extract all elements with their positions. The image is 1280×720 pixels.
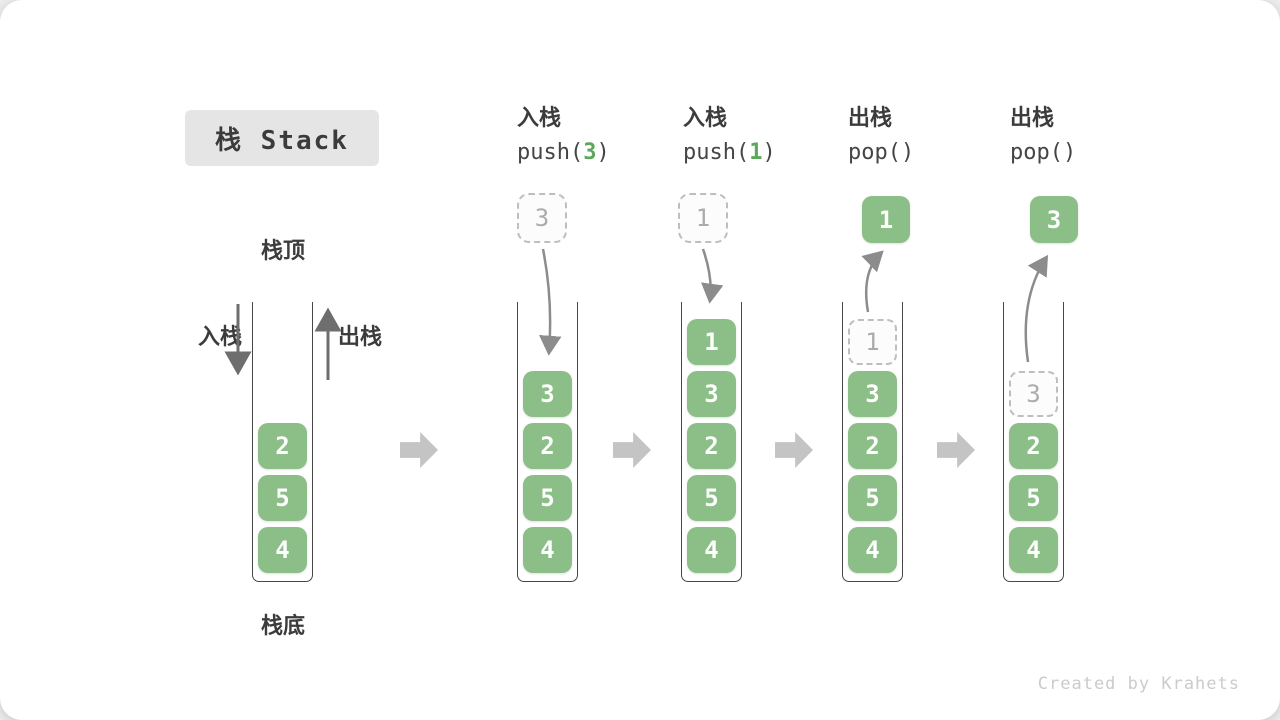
code-post: ) [1062, 140, 1077, 165]
stack-block: 5 [258, 475, 307, 521]
stack-block: 5 [523, 475, 572, 521]
code-pre: push( [683, 140, 750, 165]
popped-element-box: 3 [1030, 196, 1078, 243]
code-arg: 1 [749, 140, 763, 165]
code-pre: pop( [848, 140, 901, 165]
stack-container-after-pop-1: 1 3 2 5 4 [842, 302, 903, 582]
step-arrow-icon [400, 432, 438, 468]
stack-container-after-pop-3: 3 2 5 4 [1003, 302, 1064, 582]
op-label: 出栈 [1010, 105, 1055, 130]
code-post: ) [762, 140, 776, 165]
step-arrow-icon [775, 432, 813, 468]
push-side-label: 入栈 [197, 324, 242, 349]
stack-block: 2 [523, 423, 572, 469]
op-code: push(1) [683, 140, 843, 166]
stack-block: 4 [1009, 527, 1058, 573]
op-label: 出栈 [848, 105, 893, 130]
stack-block: 4 [848, 527, 897, 573]
stack-block: 2 [687, 423, 736, 469]
code-arg: 3 [583, 140, 597, 165]
stack-block: 5 [1009, 475, 1058, 521]
stack-top-label: 栈顶 [260, 238, 305, 263]
code-pre: pop( [1010, 140, 1063, 165]
stack-block: 2 [1009, 423, 1058, 469]
op-label: 入栈 [517, 105, 562, 130]
stack-container-after-push-3: 3 2 5 4 [517, 302, 578, 582]
stack-block: 1 [687, 319, 736, 365]
op-header-push-3: 入栈 push(3) [517, 104, 677, 166]
op-label: 入栈 [683, 105, 728, 130]
removed-element-ghost: 3 [1009, 371, 1058, 417]
diagram-title: 栈 Stack [185, 110, 379, 166]
code-post: ) [900, 140, 915, 165]
op-header-push-1: 入栈 push(1) [683, 104, 843, 166]
op-header-pop-2: 出栈 pop() [1010, 104, 1170, 166]
popped-element-box: 1 [862, 196, 910, 243]
stack-container-initial: 2 5 4 [252, 302, 313, 582]
code-pre: push( [517, 140, 584, 165]
incoming-element-box: 1 [678, 193, 728, 243]
op-code: push(3) [517, 140, 677, 166]
op-code: pop() [848, 140, 1008, 166]
stack-block: 3 [848, 371, 897, 417]
incoming-element-box: 3 [517, 193, 567, 243]
op-code: pop() [1010, 140, 1170, 166]
stack-block: 3 [687, 371, 736, 417]
stack-block: 5 [687, 475, 736, 521]
stack-bottom-label: 栈底 [260, 613, 305, 638]
push-motion-arrow-icon [701, 248, 724, 304]
stack-block: 5 [848, 475, 897, 521]
step-arrow-icon [613, 432, 651, 468]
stack-block: 2 [258, 423, 307, 469]
stack-block: 4 [258, 527, 307, 573]
pop-side-label: 出栈 [338, 324, 383, 349]
watermark: Created by Krahets [1037, 674, 1240, 694]
stack-block: 4 [523, 527, 572, 573]
stack-block: 3 [523, 371, 572, 417]
stack-block: 2 [848, 423, 897, 469]
stack-container-after-push-1: 1 3 2 5 4 [681, 302, 742, 582]
stack-block: 4 [687, 527, 736, 573]
removed-element-ghost: 1 [848, 319, 897, 365]
code-post: ) [596, 140, 610, 165]
op-header-pop-1: 出栈 pop() [848, 104, 1008, 166]
step-arrow-icon [937, 432, 975, 468]
